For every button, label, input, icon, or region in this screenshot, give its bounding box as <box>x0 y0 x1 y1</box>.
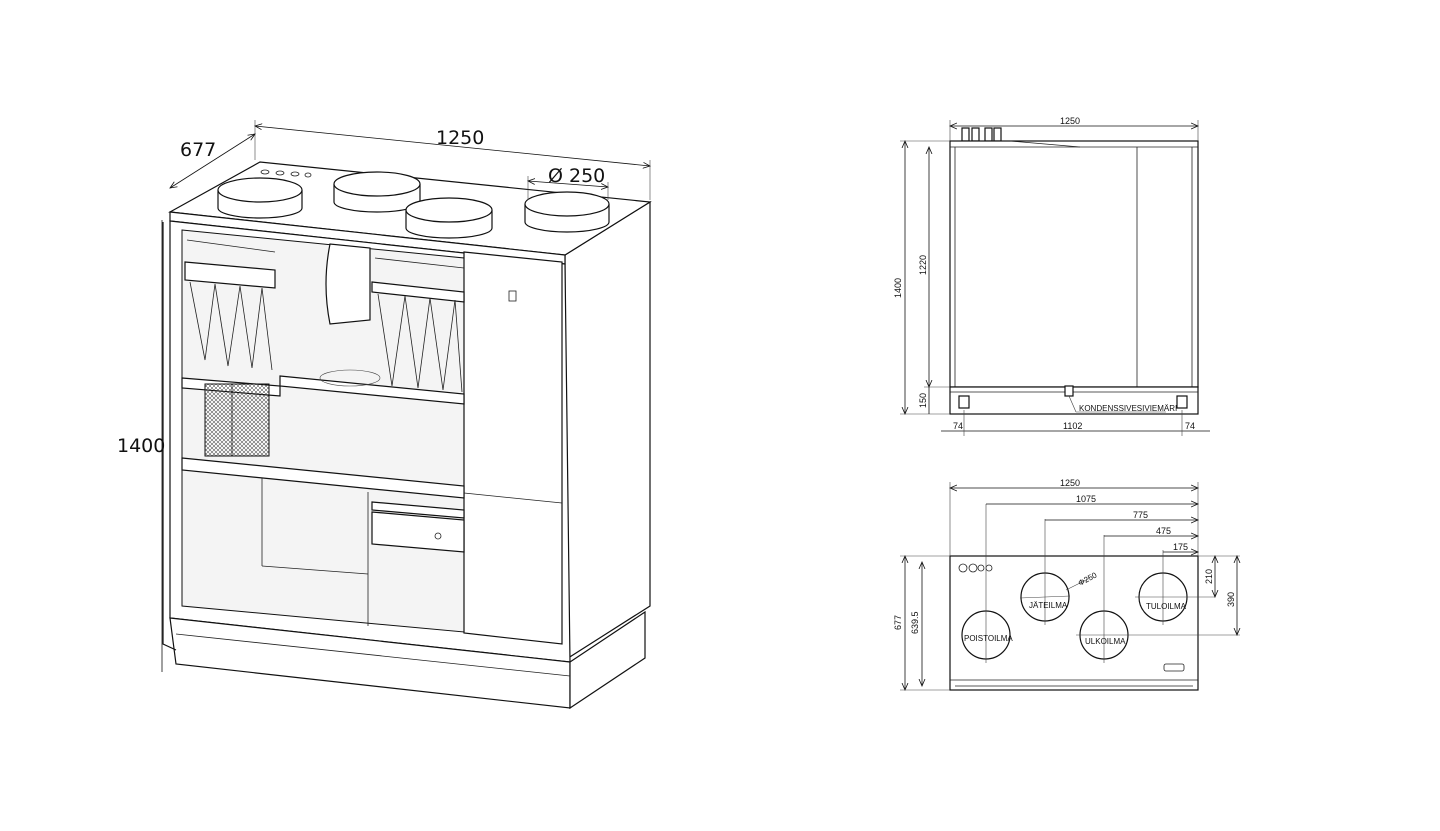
lower-floor-line <box>261 565 369 575</box>
filter-pleats-left <box>189 281 273 371</box>
dim-depth-line <box>170 134 255 188</box>
side-base-height-label: 150 <box>918 393 928 408</box>
iso-height-label: 1400 <box>117 435 165 457</box>
side-span-label: 1102 <box>1063 421 1082 431</box>
duct-2 <box>333 171 421 197</box>
service-door <box>463 251 563 645</box>
unit-left-edge <box>162 222 177 651</box>
iso-depth-label: 677 <box>180 139 216 161</box>
side-left-leg-label: 74 <box>953 421 963 431</box>
iso-width-label: 1250 <box>436 127 484 149</box>
drain-pipe <box>1064 385 1074 397</box>
drain-outlet <box>434 532 442 540</box>
label-tuloilma: TULOILMA <box>1146 602 1187 611</box>
drain-tray <box>371 511 465 553</box>
fan-intake <box>319 369 381 387</box>
dim-width-line <box>255 126 650 166</box>
duct-1 <box>217 177 303 203</box>
fan-housing <box>325 243 371 325</box>
side-view <box>900 120 1210 436</box>
top-dim-175: 175 <box>1173 542 1188 552</box>
top-depth-inner-label: 639.5 <box>910 611 920 634</box>
duct-3 <box>405 197 493 223</box>
iso-dimensions <box>161 120 650 672</box>
heat-exchanger <box>204 383 270 457</box>
top-depth-label: 677 <box>893 615 903 630</box>
top-dim-390: 390 <box>1226 592 1236 607</box>
side-height-label: 1400 <box>893 278 903 298</box>
side-base <box>949 386 1199 415</box>
door-latch <box>508 290 517 302</box>
middle-shelf <box>181 457 465 499</box>
top-dim-775: 775 <box>1133 510 1148 520</box>
right-leg <box>1176 395 1188 409</box>
side-right-leg-label: 74 <box>1185 421 1195 431</box>
left-leg <box>958 395 970 409</box>
drain-label: KONDENSSIVESIVIEMÄRI <box>1079 404 1177 413</box>
filter-pleats-right <box>377 293 463 393</box>
side-body <box>949 140 1199 388</box>
filter-frame-right <box>371 281 465 303</box>
top-width-label: 1250 <box>1060 478 1080 488</box>
top-dim-210: 210 <box>1204 569 1214 584</box>
top-view <box>900 482 1240 690</box>
door-split <box>463 492 563 504</box>
unit-base-side <box>569 610 646 710</box>
duct-4 <box>524 191 610 217</box>
label-ulkoilma: ULKOILMA <box>1085 637 1126 646</box>
side-width-label: 1250 <box>1060 116 1080 126</box>
isometric-view: 1250 677 1400 Ø 250 <box>117 120 652 710</box>
filter-rail-right <box>374 257 465 269</box>
filter-rail-left <box>186 239 276 253</box>
label-poistoilma: POISTOILMA <box>964 634 1013 643</box>
tray-lid <box>371 501 465 519</box>
iso-duct-label: Ø 250 <box>548 165 605 187</box>
filter-frame-left <box>184 261 276 289</box>
side-body-height-label: 1220 <box>918 255 928 275</box>
base-line <box>175 633 571 677</box>
top-dim-1075: 1075 <box>1076 494 1096 504</box>
label-jateilma: JÄTEILMA <box>1029 601 1068 610</box>
dim-duct-line <box>528 181 608 187</box>
unit-side-panel <box>564 200 651 662</box>
top-dim-475: 475 <box>1156 526 1171 536</box>
